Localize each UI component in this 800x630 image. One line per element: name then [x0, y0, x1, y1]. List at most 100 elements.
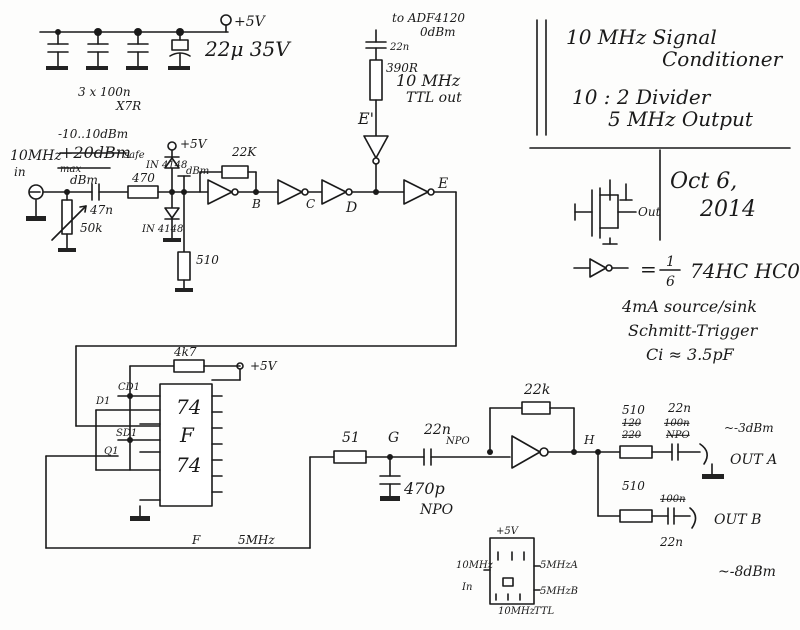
legend-note-3: Ci ≈ 3.5pF: [646, 345, 735, 364]
inverter-b: [277, 179, 303, 205]
output-51-resistor: [333, 450, 367, 464]
date-line-1: Oct 6,: [670, 169, 737, 194]
legend-note-1: 4mA source/sink: [621, 297, 757, 316]
ff-part-line-2: F: [179, 423, 195, 447]
input-vplus-label: +5V: [180, 137, 208, 151]
output-cap-npo: NPO: [445, 436, 470, 447]
schmitt-transistor-sketch: [574, 179, 637, 245]
board-vplus: +5V: [496, 526, 520, 537]
pin-d-label: D1: [95, 396, 110, 407]
node-h: H: [583, 433, 595, 447]
pin-cd-label: CD1: [118, 382, 140, 393]
transistor-out-label: Out: [638, 205, 661, 219]
flipflop-74f74: [45, 345, 335, 549]
input-cap-label: 47n: [89, 203, 113, 217]
out-a-res-old-1: 120: [622, 418, 642, 429]
diode-top-label: IN 4148: [145, 160, 187, 171]
input-level-new: -10..10dBm: [58, 127, 128, 141]
out-a-cap-old-1: 100n: [664, 418, 690, 429]
inverter-a: [207, 179, 233, 205]
output-inverter: [511, 435, 541, 469]
out-b-level: ~-8dBm: [718, 564, 776, 580]
clamp-diode-bottom: [164, 207, 180, 219]
bulk-cap: [168, 31, 191, 70]
decoupling-label: 3 x 100n: [78, 85, 131, 99]
adf-freq-label: 10 MHz: [396, 71, 461, 90]
diode-bottom-label: IN 4148: [141, 224, 183, 235]
board-layout-sketch: [483, 537, 541, 605]
node-b: B: [251, 197, 261, 211]
input-res-label: 470: [131, 171, 155, 185]
pullup-label: 4k7: [173, 345, 197, 359]
title-line-4: 5 MHz Output: [608, 107, 754, 131]
output-stage: [333, 401, 724, 529]
out-b-label: OUT B: [714, 512, 761, 528]
out-b-res-label: 510: [622, 479, 645, 493]
feedback-resistor-2: [521, 401, 551, 415]
out-b-res-old: 100n: [660, 494, 686, 505]
out-a-res-old-2: 220: [621, 430, 642, 441]
dielectric-label: X7R: [115, 99, 141, 113]
inverter-legend-symbol: [573, 258, 629, 278]
bias-resistor: [177, 251, 191, 281]
out-b-cap-label: 22n: [659, 535, 683, 549]
date-line-2: 2014: [699, 197, 756, 222]
adf-label-1: to ADF4120: [392, 11, 465, 25]
node-e-prime: E': [357, 109, 374, 128]
legend-fraction-num: 1: [666, 254, 675, 270]
input-level-unit: dBm: [70, 173, 98, 187]
adf-cap-label: 22n: [389, 42, 409, 53]
inverter-d: [403, 179, 429, 205]
board-outa: 5MHzA: [540, 560, 578, 571]
ff-part-line-3: 74: [176, 453, 201, 477]
out-b-resistor: [619, 509, 653, 523]
out-a-cap-old-2: NPO: [665, 430, 690, 441]
adf-buffer-inverter: [363, 135, 389, 159]
ff-out-freq: 5MHz: [238, 533, 275, 547]
adf-output-branch: [363, 29, 389, 194]
out-a-resistor: [619, 445, 653, 459]
input-series-resistor: [127, 185, 159, 199]
inverter-chain: [75, 165, 457, 347]
input-pot-label: 50k: [80, 221, 103, 235]
node-c: C: [306, 197, 315, 211]
input-freq-label: 10MHz: [10, 148, 62, 164]
title-block-frame: [529, 19, 791, 241]
out-a-res-label: 510: [622, 403, 645, 417]
title-line-1: 10 MHz Signal: [566, 25, 717, 49]
shunt-cap-label: 470p: [403, 479, 445, 498]
ff-part-line-1: 74: [176, 395, 201, 419]
bulk-cap-label: 22μ 35V: [204, 37, 292, 61]
board-in-label: 10MHz: [456, 560, 494, 571]
feedback-2-label: 22k: [523, 382, 550, 398]
out-a-level: ~-3dBm: [724, 421, 774, 435]
legend-equals: =: [640, 257, 657, 281]
adf-label-2: 0dBm: [420, 25, 456, 39]
shunt-cap-npo: NPO: [419, 502, 454, 518]
flipflop-chip: [159, 383, 213, 507]
input-level-safe: safe: [124, 150, 145, 161]
title-line-3: 10 : 2 Divider: [572, 85, 712, 109]
pin-q-label: Q1: [104, 446, 119, 457]
pullup-4k7-resistor: [173, 359, 205, 373]
supply-vplus-label: +5V: [234, 14, 267, 30]
output-cap-label: 22n: [423, 422, 451, 438]
ff-out-node: F: [191, 533, 201, 547]
ff-vplus-label: +5V: [250, 359, 278, 373]
inverter-c: [321, 179, 347, 205]
feedback-resistor-1: [221, 165, 249, 179]
board-outb: 5MHzB: [540, 586, 578, 597]
decoupling-bank: [39, 14, 232, 70]
output-51-label: 51: [342, 430, 360, 446]
clamp-diode-top: [164, 157, 180, 169]
decoupling-cap-3: [126, 31, 149, 70]
title-line-2: Conditioner: [662, 47, 784, 71]
node-g: G: [388, 430, 399, 446]
input-in-label: in: [14, 165, 26, 179]
node-d: D: [345, 200, 357, 216]
adf-res-label: 390R: [386, 61, 418, 75]
pin-sd-label: SD1: [116, 428, 137, 439]
decoupling-cap-1: [46, 31, 69, 70]
